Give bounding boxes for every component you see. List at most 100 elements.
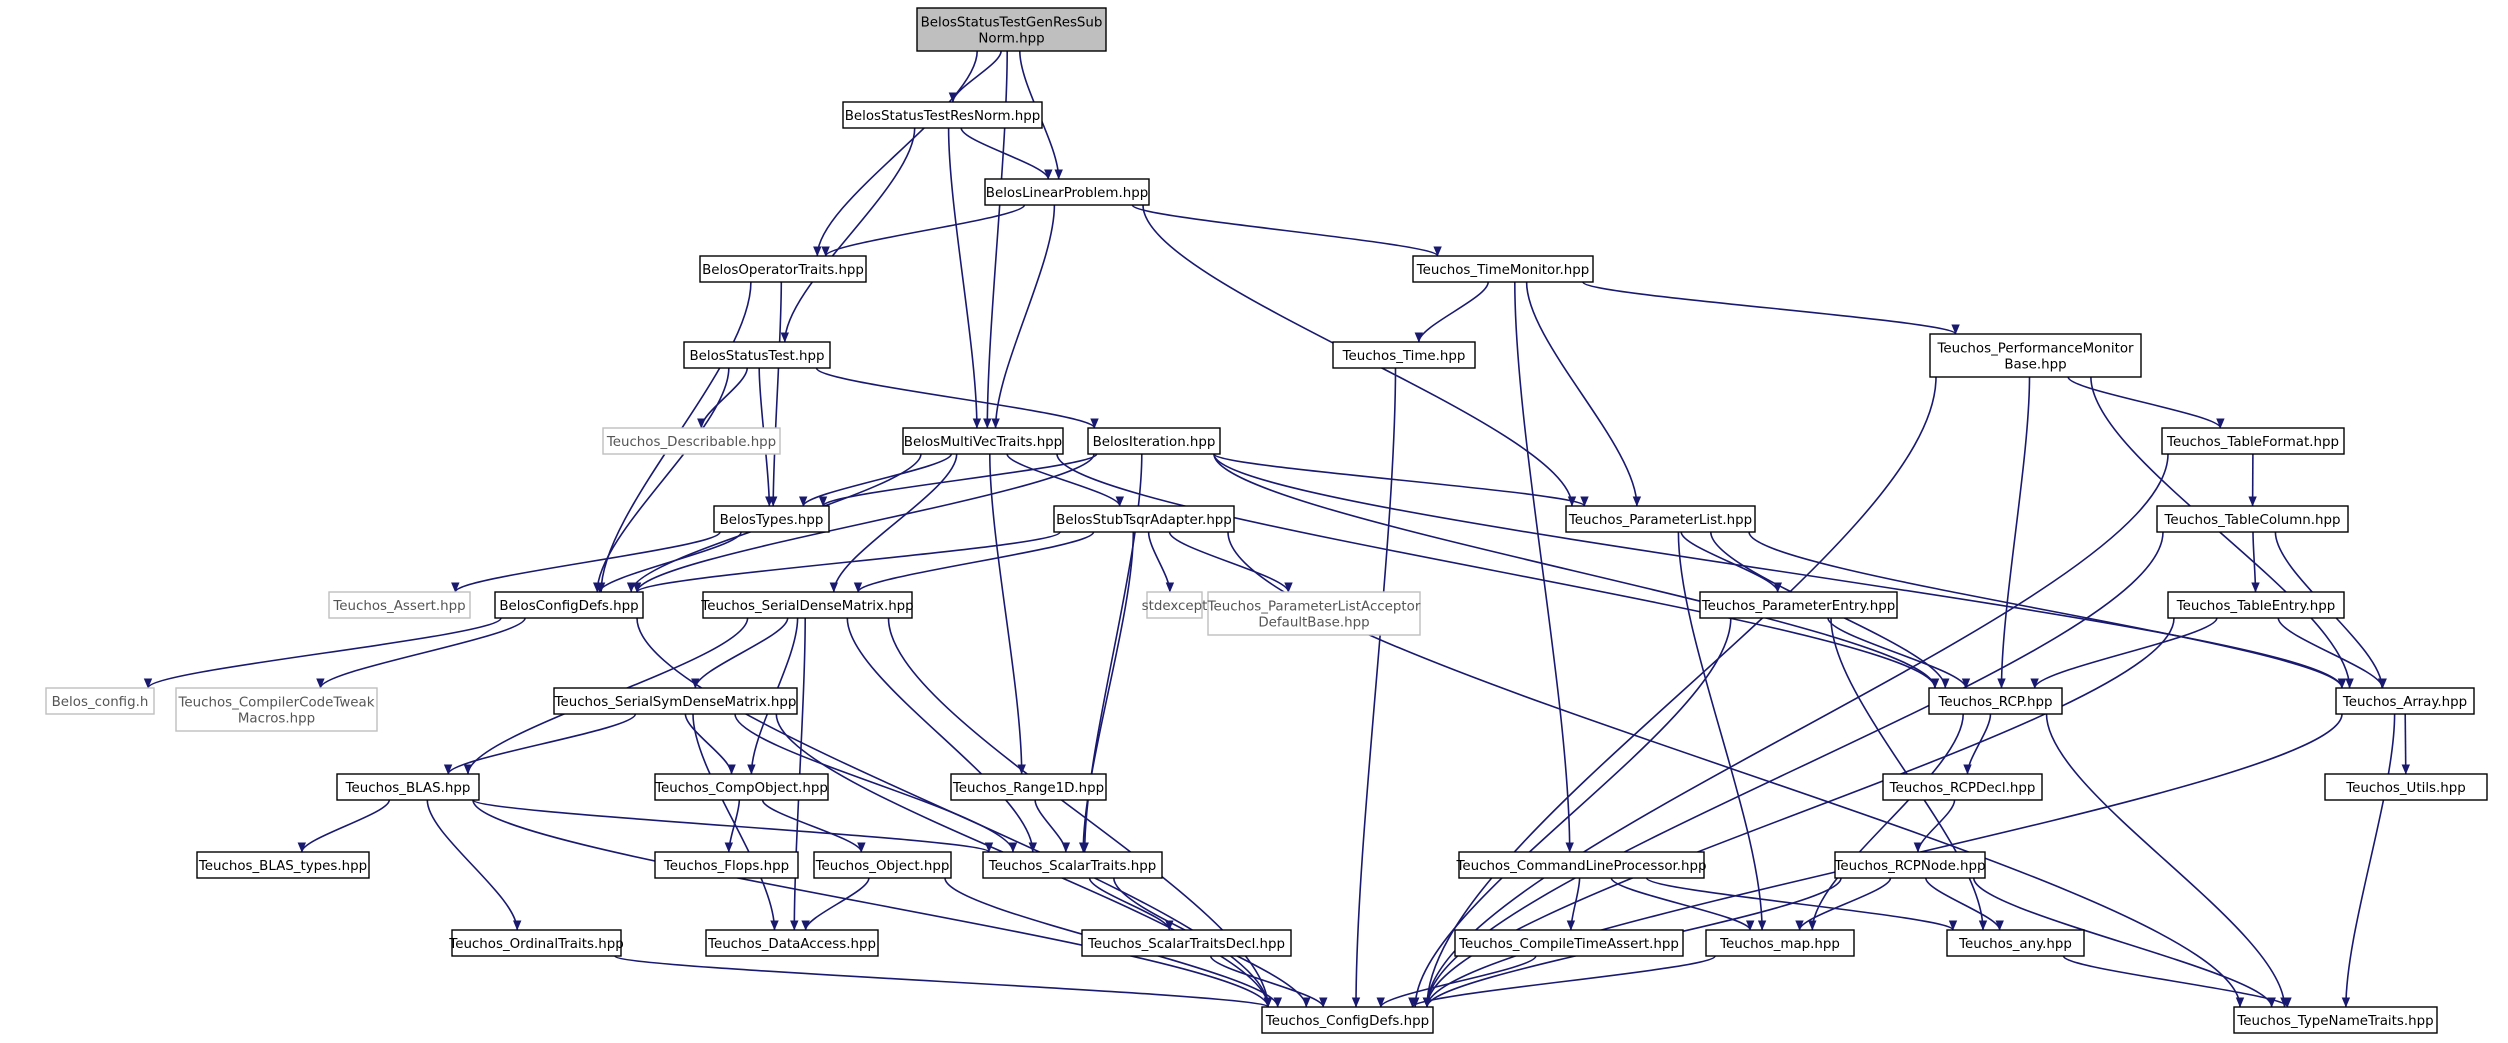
edge-compobject-to-flops bbox=[724, 799, 741, 853]
node-label-map-0: Teuchos_map.hpp bbox=[1719, 937, 1840, 952]
node-box-any bbox=[1946, 929, 2085, 957]
edge-linprob-to-optraits bbox=[821, 204, 1026, 257]
node-tablecolumn[interactable]: Teuchos_TableColumn.hpp bbox=[2156, 505, 2349, 533]
node-paramentry[interactable]: Teuchos_ParameterEntry.hpp bbox=[1699, 591, 1898, 619]
node-tsqr[interactable]: BelosStubTsqrAdapter.hpp bbox=[1053, 505, 1235, 533]
node-typename[interactable]: Teuchos_TypeNameTraits.hpp bbox=[2233, 1006, 2438, 1034]
node-serialsym[interactable]: Teuchos_SerialSymDenseMatrix.hpp bbox=[553, 687, 798, 715]
node-object[interactable]: Teuchos_Object.hpp bbox=[813, 851, 952, 879]
edge-map-to-teuchosconfig bbox=[1408, 955, 1716, 1008]
node-flops[interactable]: Teuchos_Flops.hpp bbox=[654, 851, 799, 879]
node-utils[interactable]: Teuchos_Utils.hpp bbox=[2324, 773, 2488, 801]
node-stdexcept[interactable]: stdexcept bbox=[1142, 591, 1208, 619]
edge-serialdense-to-serialsym bbox=[691, 617, 789, 689]
node-multivec[interactable]: BelosMultiVecTraits.hpp bbox=[902, 427, 1064, 455]
node-label-configdefs-0: BelosConfigDefs.hpp bbox=[499, 599, 638, 614]
node-teuchosconfig[interactable]: Teuchos_ConfigDefs.hpp bbox=[1261, 1006, 1434, 1034]
edge-serialdense-to-teuchosconfig bbox=[887, 617, 1273, 1008]
edge-serialsym-to-scalartraits bbox=[734, 713, 1018, 853]
node-label-scalartraits-0: Teuchos_ScalarTraits.hpp bbox=[988, 859, 1156, 874]
node-rcp[interactable]: Teuchos_RCP.hpp bbox=[1928, 687, 2063, 715]
node-belosconfig[interactable]: Belos_config.h bbox=[45, 687, 155, 715]
node-label-compilertweak-1: Macros.hpp bbox=[238, 712, 315, 727]
node-label-timemon-0: Teuchos_TimeMonitor.hpp bbox=[1416, 263, 1590, 278]
node-types[interactable]: BelosTypes.hpp bbox=[713, 505, 830, 533]
node-label-array-0: Teuchos_Array.hpp bbox=[2342, 695, 2467, 710]
node-rcpnode[interactable]: Teuchos_RCPNode.hpp bbox=[1833, 851, 1986, 879]
node-label-paramlist-0: Teuchos_ParameterList.hpp bbox=[1568, 513, 1752, 528]
edge-perfmon-to-rcp bbox=[1997, 376, 2031, 689]
node-label-compilertweak-0: Teuchos_CompilerCodeTweak bbox=[177, 696, 374, 711]
node-label-ordinal-0: Teuchos_OrdinalTraits.hpp bbox=[448, 937, 623, 952]
node-box-linprob bbox=[984, 178, 1150, 206]
edge-multivec-to-types bbox=[799, 453, 953, 507]
edge-resnorm-to-linprob bbox=[960, 127, 1053, 180]
node-plistacceptor[interactable]: Teuchos_ParameterListAcceptorDefaultBase… bbox=[1207, 591, 1421, 636]
node-label-assert-0: Teuchos_Assert.hpp bbox=[332, 599, 465, 614]
node-blastypes[interactable]: Teuchos_BLAS_types.hpp bbox=[196, 851, 370, 879]
node-timemon[interactable]: Teuchos_TimeMonitor.hpp bbox=[1412, 255, 1594, 283]
node-box-rcpnode bbox=[1834, 851, 1986, 879]
node-assert[interactable]: Teuchos_Assert.hpp bbox=[328, 591, 471, 619]
edge-statustest-to-iteration bbox=[815, 367, 1099, 429]
node-box-rcpdecl bbox=[1882, 773, 2043, 801]
node-paramlist[interactable]: Teuchos_ParameterList.hpp bbox=[1565, 505, 1756, 533]
node-scalartraits[interactable]: Teuchos_ScalarTraits.hpp bbox=[982, 851, 1163, 879]
edge-range1d-to-scalartraits bbox=[1034, 799, 1071, 853]
node-dataaccess[interactable]: Teuchos_DataAccess.hpp bbox=[705, 929, 879, 957]
node-box-root bbox=[916, 7, 1107, 52]
node-label-resnorm-0: BelosStatusTestResNorm.hpp bbox=[845, 109, 1041, 124]
node-box-statustest bbox=[683, 341, 831, 369]
node-any[interactable]: Teuchos_any.hpp bbox=[1946, 929, 2085, 957]
edge-rcpnode-to-typename bbox=[1973, 877, 2276, 1008]
node-label-time-0: Teuchos_Time.hpp bbox=[1342, 349, 1466, 364]
node-box-range1d bbox=[950, 773, 1107, 801]
node-configdefs[interactable]: BelosConfigDefs.hpp bbox=[494, 591, 644, 619]
node-tableentry[interactable]: Teuchos_TableEntry.hpp bbox=[2167, 591, 2345, 619]
node-describable[interactable]: Teuchos_Describable.hpp bbox=[602, 427, 781, 455]
node-serialdense[interactable]: Teuchos_SerialDenseMatrix.hpp bbox=[700, 591, 914, 619]
edge-statustest-to-configdefs bbox=[593, 367, 730, 593]
edge-rcpnode-to-any bbox=[1925, 877, 2004, 931]
node-blas[interactable]: Teuchos_BLAS.hpp bbox=[336, 773, 480, 801]
edge-perfmon-to-teuchosconfig bbox=[1422, 376, 1937, 1008]
node-ordinal[interactable]: Teuchos_OrdinalTraits.hpp bbox=[448, 929, 624, 957]
node-range1d[interactable]: Teuchos_Range1D.hpp bbox=[950, 773, 1107, 801]
edge-resnorm-to-multivec bbox=[947, 127, 982, 429]
node-ctassert[interactable]: Teuchos_CompileTimeAssert.hpp bbox=[1454, 929, 1684, 957]
node-box-dataaccess bbox=[705, 929, 879, 957]
node-array[interactable]: Teuchos_Array.hpp bbox=[2335, 687, 2475, 715]
node-box-tablecolumn bbox=[2156, 505, 2349, 533]
node-tableformat[interactable]: Teuchos_TableFormat.hpp bbox=[2161, 427, 2345, 455]
node-box-scalardecl bbox=[1081, 929, 1292, 957]
node-box-scalartraits bbox=[982, 851, 1163, 879]
node-label-multivec-0: BelosMultiVecTraits.hpp bbox=[904, 435, 1062, 450]
node-cmdline[interactable]: Teuchos_CommandLineProcessor.hpp bbox=[1455, 851, 1707, 879]
node-linprob[interactable]: BelosLinearProblem.hpp bbox=[984, 178, 1150, 206]
edge-tableentry-to-array bbox=[2277, 617, 2387, 689]
node-map[interactable]: Teuchos_map.hpp bbox=[1705, 929, 1855, 957]
edge-configdefs-to-belosconfig bbox=[143, 617, 502, 689]
node-box-types bbox=[713, 505, 830, 533]
edge-cmdline-to-ctassert bbox=[1566, 877, 1581, 931]
edge-timemon-to-time bbox=[1414, 281, 1489, 343]
node-statustest[interactable]: BelosStatusTest.hpp bbox=[683, 341, 831, 369]
edge-rcp-to-map bbox=[1808, 713, 1964, 931]
node-box-configdefs bbox=[494, 591, 644, 619]
node-optraits[interactable]: BelosOperatorTraits.hpp bbox=[699, 255, 867, 283]
node-iteration[interactable]: BelosIteration.hpp bbox=[1087, 427, 1221, 455]
node-label-rcpnode-0: Teuchos_RCPNode.hpp bbox=[1833, 859, 1985, 874]
node-time[interactable]: Teuchos_Time.hpp bbox=[1332, 341, 1476, 369]
node-scalardecl[interactable]: Teuchos_ScalarTraitsDecl.hpp bbox=[1081, 929, 1292, 957]
node-rcpdecl[interactable]: Teuchos_RCPDecl.hpp bbox=[1882, 773, 2043, 801]
node-label-plistacceptor-0: Teuchos_ParameterListAcceptor bbox=[1207, 600, 1421, 615]
node-resnorm[interactable]: BelosStatusTestResNorm.hpp bbox=[842, 101, 1043, 129]
edge-rcp-to-typename bbox=[2045, 713, 2289, 1008]
edge-optraits-to-types bbox=[769, 281, 783, 507]
node-box-perfmon bbox=[1929, 333, 2142, 378]
node-compobject[interactable]: Teuchos_CompObject.hpp bbox=[654, 773, 829, 801]
node-box-cmdline bbox=[1458, 851, 1705, 879]
